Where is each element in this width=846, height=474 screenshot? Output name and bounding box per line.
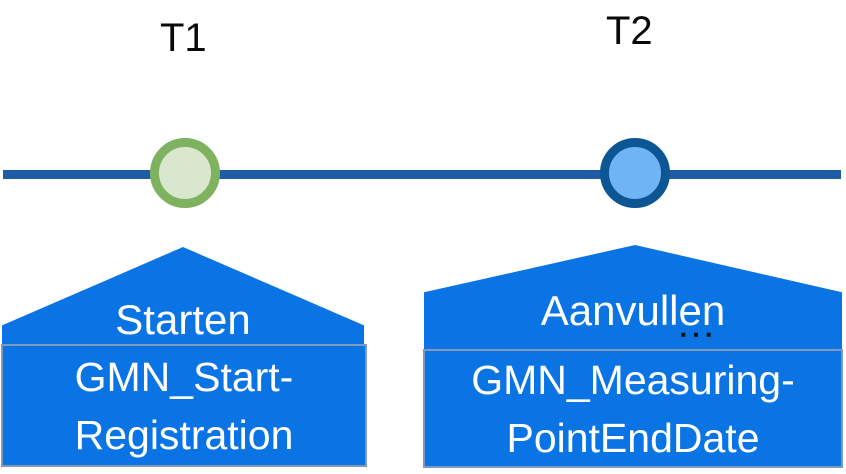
t2-ellipsis-text: … [676,302,717,346]
t2-label: T2 [606,9,653,53]
t2-action-label: Aanvullen [540,286,726,334]
t2-marker-circle [600,138,670,208]
t2-callout-arrow: Aanvullen [424,245,842,350]
t1-marker-circle [150,138,220,208]
t1-action-label: Starten [115,295,251,343]
t1-label: T1 [160,16,207,60]
timeline-line [3,170,841,179]
t1-callout-box: GMN_Start- Registration [1,344,367,467]
t2-callout-box: GMN_Measuring- PointEndDate [423,349,843,468]
t2-box-line-1: GMN_Measuring- [471,356,795,403]
t1-callout-arrow: Starten [2,247,364,345]
t1-box-line-2: Registration [74,411,294,458]
t1-box-line-1: GMN_Start- [74,353,294,400]
t2-box-line-2: PointEndDate [506,414,760,461]
